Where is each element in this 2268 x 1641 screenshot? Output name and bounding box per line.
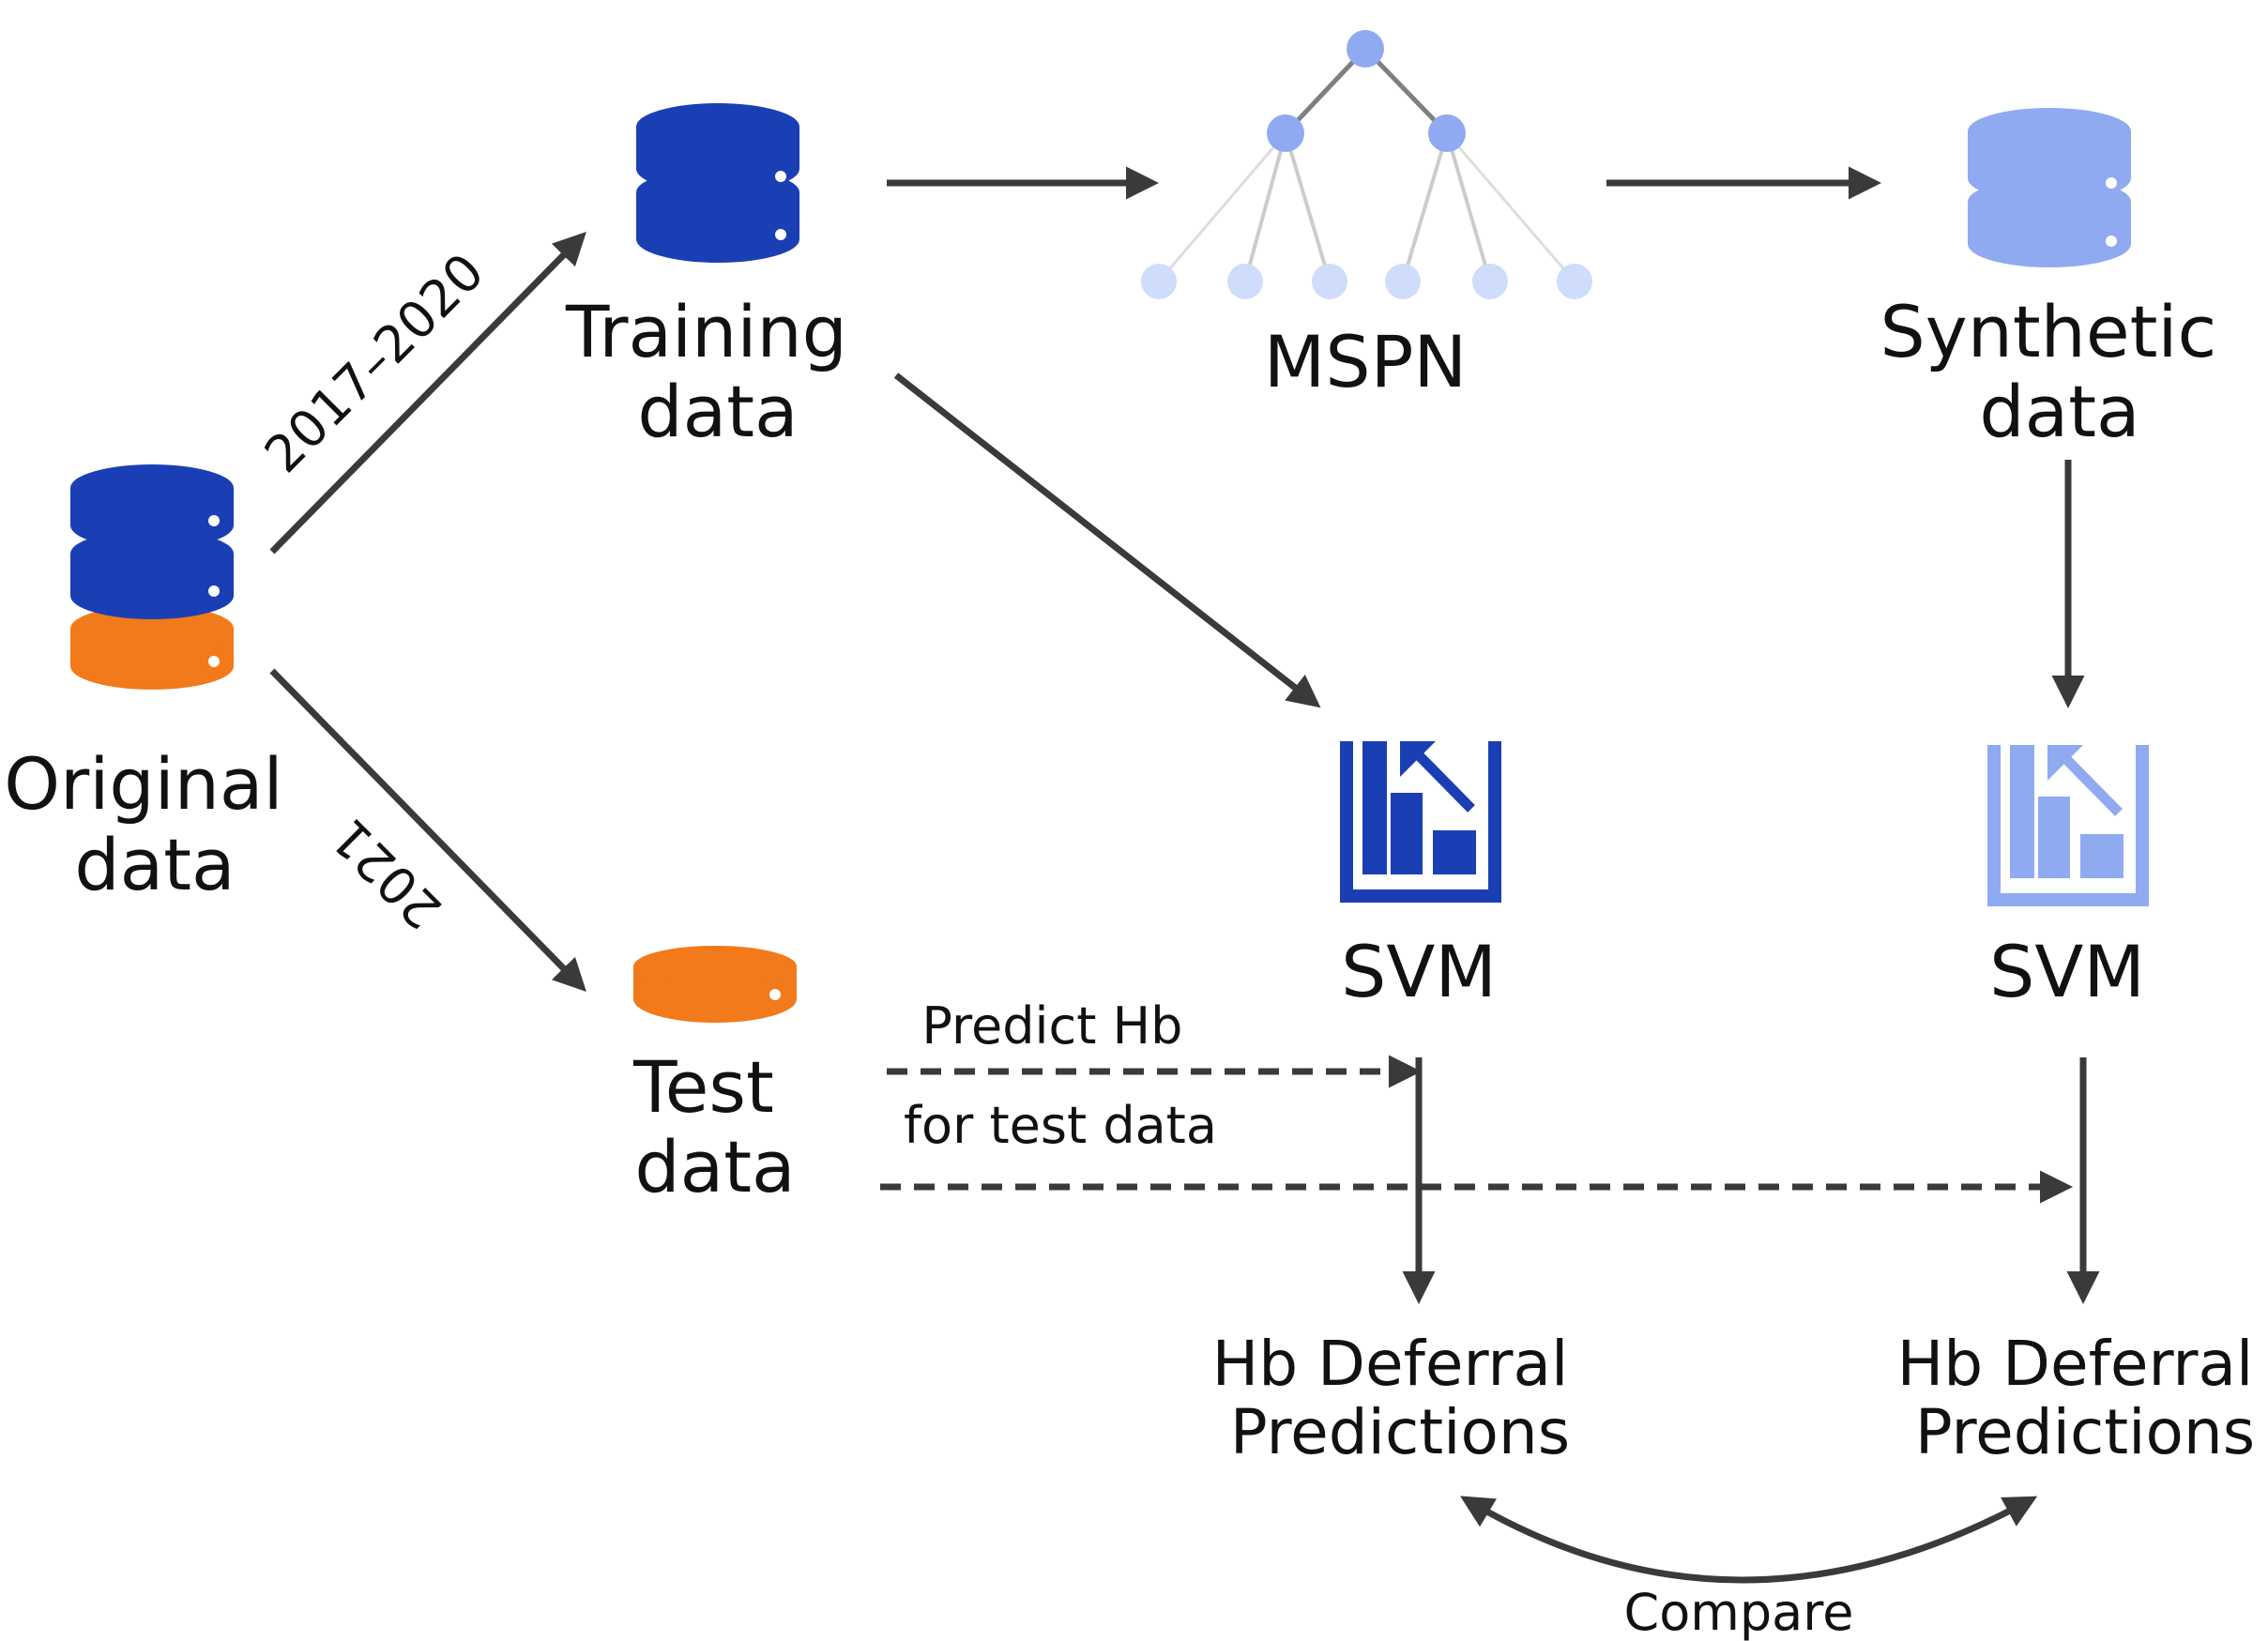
compare-label: Compare (1624, 1583, 1854, 1641)
mspn-tree-network-icon (1141, 30, 1592, 299)
predictions-synthetic-label: Hb Deferral Predictions (1897, 1328, 2268, 1468)
svm-synthetic-bar-chart-icon (1987, 745, 2149, 906)
arrow-compare (1459, 1496, 2038, 1584)
test-data-database-icon (633, 946, 797, 1023)
predict-hb-label: Predict Hb for test data (904, 996, 1217, 1155)
mspn-label: MSPN (1264, 320, 1468, 403)
svm-synthetic-label: SVM (1989, 930, 2145, 1013)
arrow-original-to-test (269, 668, 586, 993)
year-test-label: 2021 (320, 807, 453, 940)
original-data-database-icon (70, 464, 234, 690)
predictions-real-label: Hb Deferral Predictions (1212, 1328, 1589, 1468)
svm-real-bar-chart-icon (1340, 741, 1501, 903)
training-data-database-icon (636, 103, 799, 263)
arrow-training-to-svm (893, 372, 1321, 708)
synthetic-data-label: Synthetic data (1880, 290, 2240, 453)
original-data-label: Original data (4, 742, 306, 906)
svm-real-label: SVM (1341, 930, 1497, 1013)
arrow-original-to-training (269, 232, 586, 555)
test-data-label: Test data (632, 1045, 797, 1208)
training-data-label: Training data (565, 290, 870, 453)
arrows (269, 166, 2100, 1584)
synthetic-data-database-icon (1968, 108, 2131, 267)
